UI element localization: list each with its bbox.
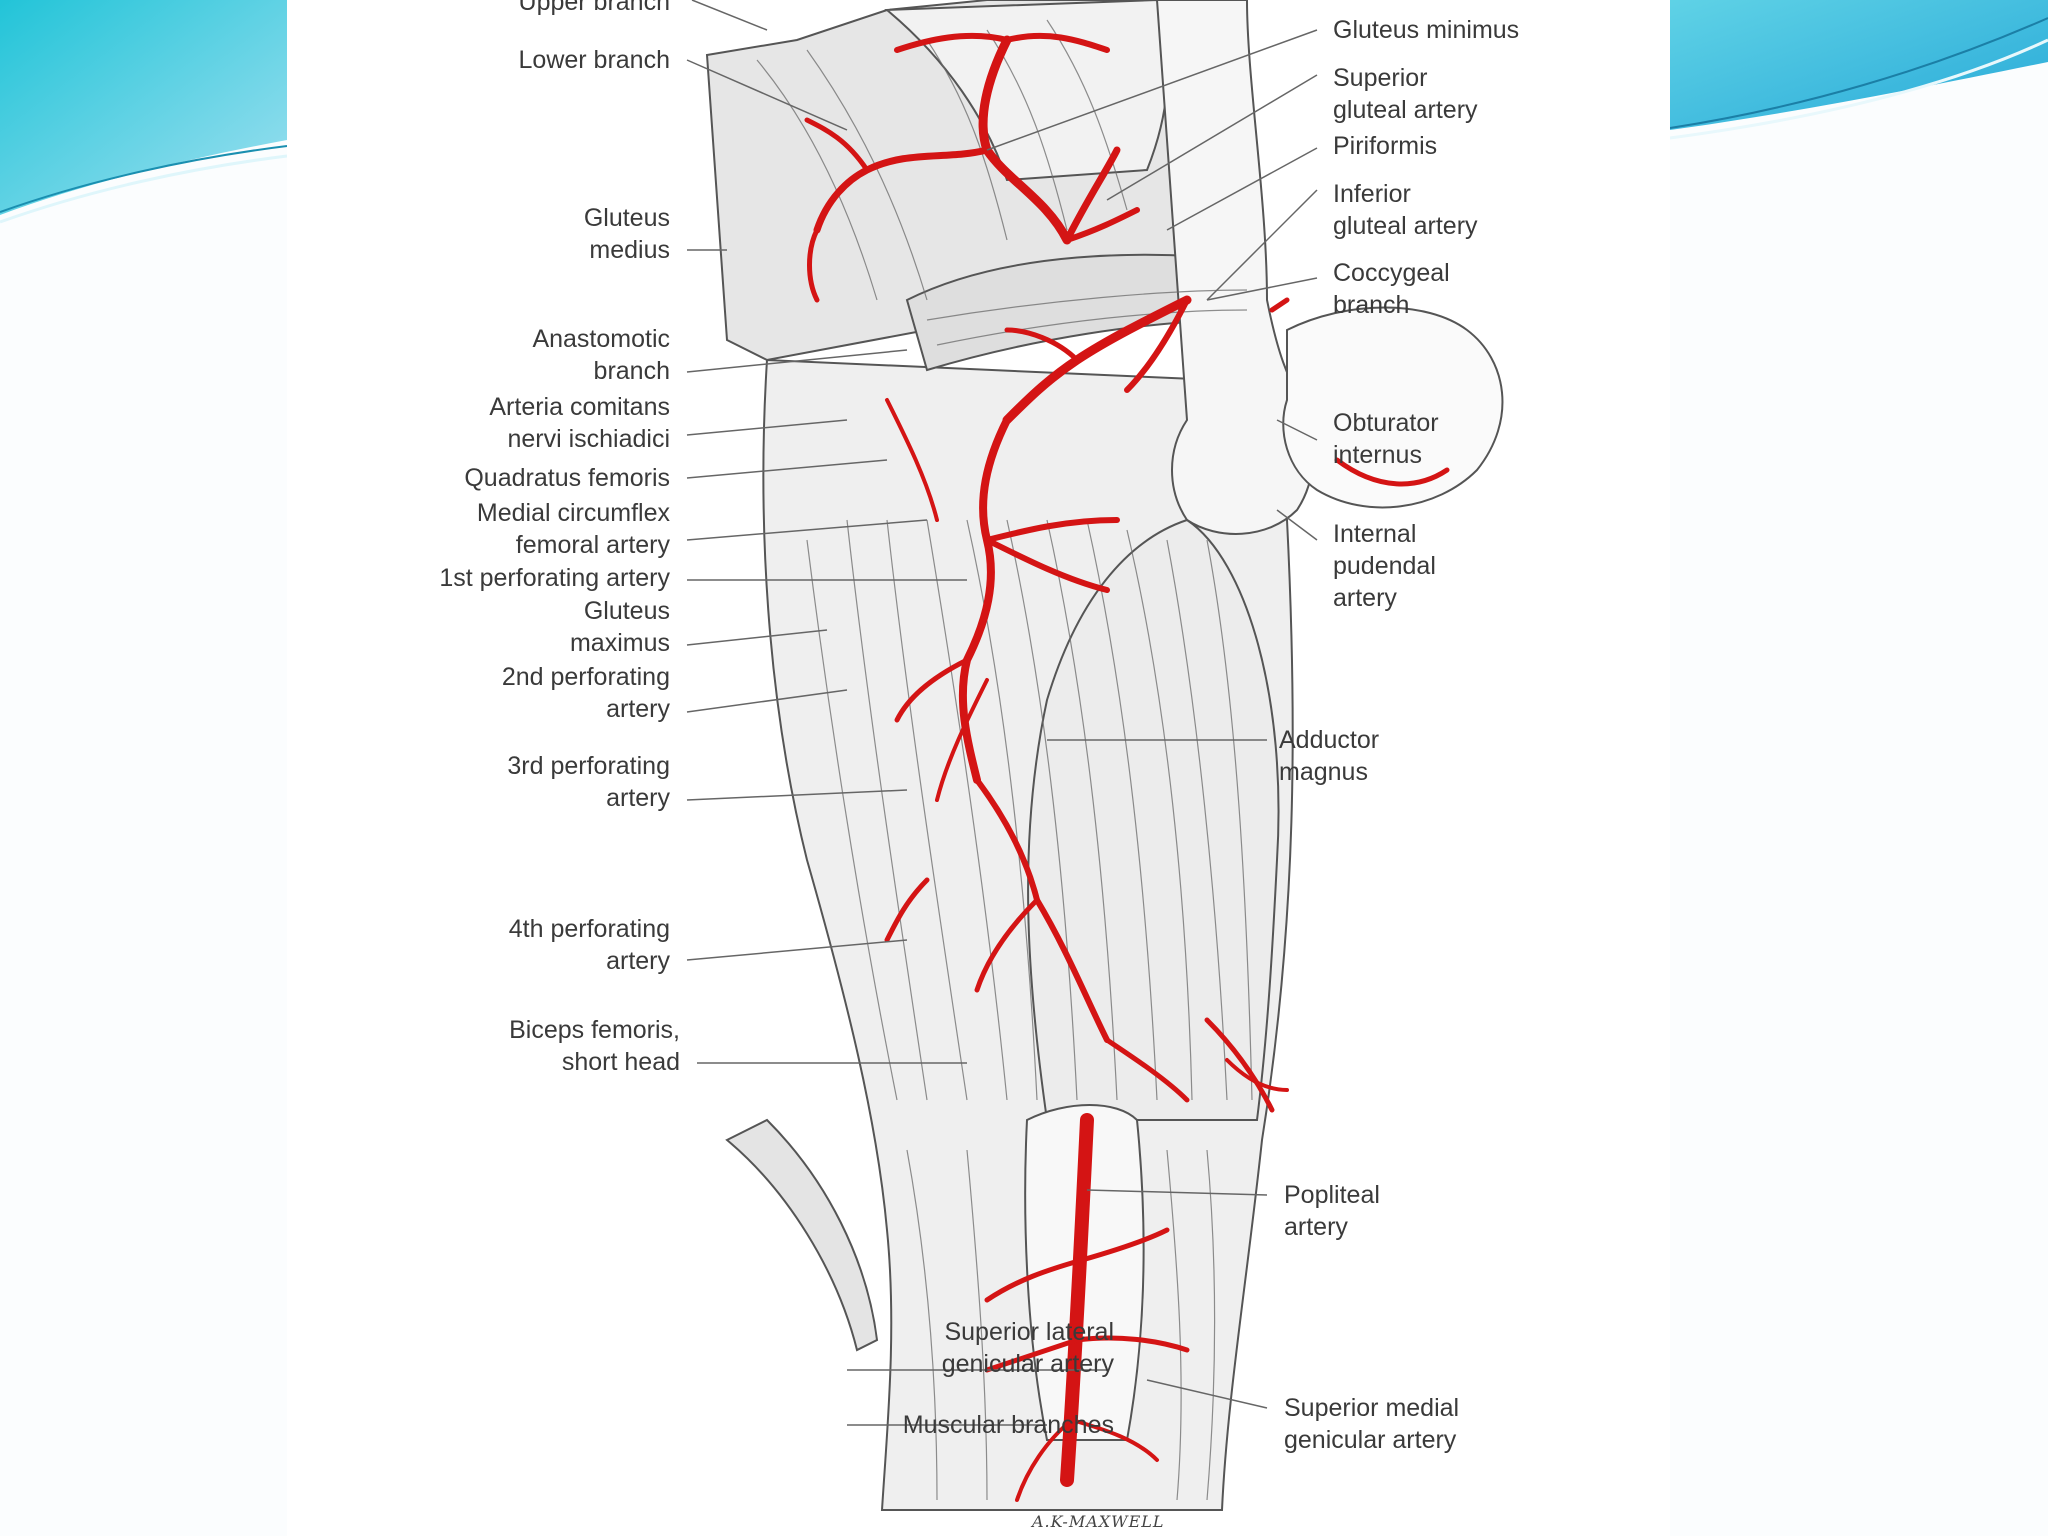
- label-upper-branch: Upper branch: [518, 0, 670, 16]
- label-gluteus-maximus: Gluteus maximus: [569, 597, 670, 657]
- label-anastomotic-branch: Anastomotic branch: [532, 325, 670, 385]
- swoosh-right: [1670, 0, 2048, 130]
- label-muscular-branches: Muscular branches: [902, 1411, 1114, 1439]
- obturator-ring: [1282, 306, 1504, 509]
- illustrator-signature: A.K-MAXWELL: [1032, 1512, 1165, 1531]
- adductor-magnus-shape: [1027, 518, 1280, 1121]
- swoosh-left: [0, 0, 287, 215]
- descending-chain: [958, 416, 1011, 784]
- label-obturator-internus: Obturator internus: [1333, 409, 1439, 469]
- label-superior-lateral-genicular: Superior lateral genicular artery: [941, 1318, 1114, 1378]
- label-superior-medial-genicular: Superior medial genicular artery: [1284, 1394, 1460, 1454]
- label-gluteus-medius: Gluteus medius: [583, 204, 670, 264]
- label-fourth-perforating: 4th perforating artery: [508, 915, 670, 975]
- label-internal-pudendal: Internal pudendal artery: [1333, 520, 1436, 612]
- label-biceps-femoris: Biceps femoris, short head: [509, 1016, 680, 1076]
- label-first-perforating: 1st perforating artery: [439, 564, 670, 592]
- label-piriformis: Piriformis: [1333, 132, 1438, 160]
- label-medial-circumflex: Medial circumflex femoral artery: [476, 499, 670, 559]
- label-lower-branch: Lower branch: [518, 46, 670, 74]
- thigh-illustration: [686, 0, 1504, 1511]
- label-coccygeal-branch: Coccygeal branch: [1333, 259, 1450, 319]
- label-superior-gluteal: Superior gluteal artery: [1333, 64, 1478, 124]
- label-inferior-gluteal: Inferior gluteal artery: [1333, 180, 1478, 240]
- arteries: [804, 32, 1450, 1502]
- label-gluteus-minimus: Gluteus minimus: [1333, 16, 1520, 44]
- label-quadratus-femoris: Quadratus femoris: [464, 464, 670, 492]
- medial-circumflex-artery: [984, 517, 1120, 543]
- label-popliteal-artery: Popliteal artery: [1284, 1181, 1380, 1241]
- label-adductor-magnus: Adductor magnus: [1279, 726, 1380, 786]
- swoosh-left-line: [0, 145, 288, 213]
- biceps-femoris-shape: [725, 1118, 879, 1352]
- label-arteria-comitans: Arteria comitans nervi ischiadici: [489, 393, 670, 453]
- anatomy-figure: Upper branch Lower branch Gluteus medius…: [287, 0, 1670, 1536]
- label-second-perforating: 2nd perforating artery: [501, 663, 670, 723]
- muscle-shapes: [705, 0, 1504, 1511]
- obturator-branch: [1334, 457, 1450, 487]
- label-third-perforating: 3rd perforating artery: [507, 752, 670, 812]
- leader-lines: [686, 0, 1318, 1426]
